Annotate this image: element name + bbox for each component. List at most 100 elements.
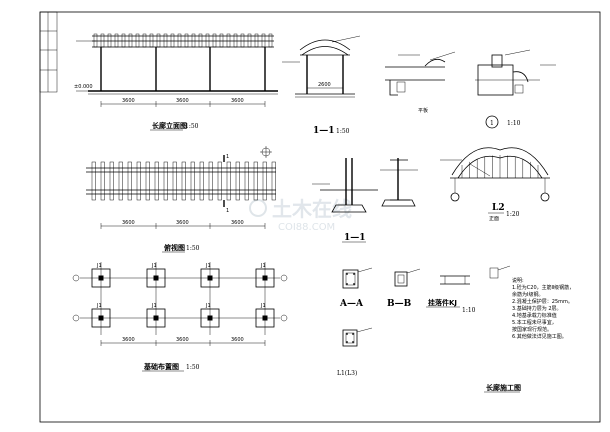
rafter-end: [184, 33, 189, 48]
rafter-end: [114, 33, 119, 48]
section-1-view: 2600 1—1 1:50: [282, 35, 361, 136]
rafter-end: [261, 33, 266, 48]
rafter-end: [107, 33, 112, 48]
elevation-dim-1: 3600: [122, 98, 135, 104]
rafter-end: [268, 33, 273, 48]
notes-heading: 说明:: [512, 277, 524, 284]
arch-subtitle: 正面: [489, 216, 499, 222]
sec-l-title: L1(L3): [337, 370, 357, 377]
plan-rafter: [190, 161, 195, 201]
sheet-border: [39, 11, 601, 423]
footing: [91, 308, 111, 328]
sec-bb-title: B—B: [387, 299, 412, 309]
elevation-level: ±0.000: [74, 84, 93, 90]
footing-column: [207, 315, 213, 321]
plan-rafter: [127, 161, 132, 201]
rafter-end: [156, 33, 161, 48]
foundation-dim-3: 3600: [231, 337, 244, 343]
footing-label: J1: [205, 303, 211, 309]
plan-view: 1 1 3600 3600 3600 俯视图 1:50: [86, 146, 276, 253]
detail-1-title: 1: [490, 120, 494, 127]
plan-rafter: [100, 161, 105, 201]
footing: [255, 268, 275, 288]
elevation-view: 3600 3600 3600 ±0.000 长廊立面图 1:50: [74, 33, 278, 131]
rafter-end: [149, 33, 154, 48]
plan-rafter: [145, 161, 150, 201]
notes-line: 按国家现行规范。: [512, 326, 552, 333]
foundation-title: 基础布置图: [143, 362, 179, 371]
elevation-dim-3: 3600: [231, 98, 244, 104]
foundation-dim-1: 3600: [122, 337, 135, 343]
notes-line: 6.其他做法详见施工图。: [512, 333, 567, 340]
footing-column: [262, 275, 268, 281]
plan-rafter: [199, 161, 204, 201]
plan-dim-1: 3600: [122, 220, 135, 226]
section-1-title: 1—1: [313, 126, 335, 136]
plan-rafter: [244, 161, 249, 201]
beam-detail-view: 挂落件KJ 1:10: [426, 265, 511, 314]
beam-section-view: 平板: [385, 51, 456, 114]
rafter-end: [226, 33, 231, 48]
rafter-end: [121, 33, 126, 48]
footing-column: [262, 315, 268, 321]
plan-cut-mark-top: 1: [226, 154, 229, 160]
rafter-end: [219, 33, 224, 48]
rafter-end: [212, 33, 217, 48]
section-1-dim: 2600: [318, 82, 331, 88]
plan-rafter: [118, 161, 123, 201]
plan-rafter: [262, 161, 267, 201]
beam-detail-scale: 1:10: [462, 307, 476, 314]
rafter-end: [135, 33, 140, 48]
foundation-dim-2: 3600: [176, 337, 189, 343]
notes-line: 3.基础持力层为 2层。: [512, 305, 562, 312]
elevation-title: 长廊立面图: [152, 121, 187, 130]
arch-title: L2: [492, 203, 505, 213]
foundation-scale: 1:50: [186, 364, 200, 371]
rafter-end: [100, 33, 105, 48]
footing-label: J1: [96, 263, 102, 269]
footing-label: J1: [260, 263, 266, 269]
rafter-end: [205, 33, 210, 48]
detail-1-scale: 1:10: [507, 120, 521, 127]
plan-rafter: [271, 161, 276, 201]
plan-rafter: [109, 161, 114, 201]
footing-label: J1: [205, 263, 211, 269]
footing-column: [153, 275, 159, 281]
small-sections: A—A B—B L1(L3): [337, 267, 421, 377]
footing-label: J1: [260, 303, 266, 309]
plan-dim-3: 3600: [231, 220, 244, 226]
elevation-dim-2: 3600: [176, 98, 189, 104]
footing-label: J1: [151, 303, 157, 309]
footing: [146, 268, 166, 288]
arch-scale: 1:20: [506, 211, 520, 218]
general-notes: 说明: 1.砼为C20，主筋Ⅱ级钢筋， 余筋为Ⅰ级钢。 2.混凝土保护层：25m…: [512, 277, 574, 340]
plan-rafter: [172, 161, 177, 201]
elevation-scale: 1:50: [185, 123, 199, 130]
rafter-end: [163, 33, 168, 48]
plan-rafter: [217, 161, 222, 201]
footing: [200, 308, 220, 328]
rafter-end: [191, 33, 196, 48]
sec-aa-title: A—A: [339, 299, 364, 309]
footing-column: [98, 275, 104, 281]
section-1-scale: 1:50: [336, 128, 350, 135]
footing-column: [98, 315, 104, 321]
notes-line: 4.地基承载力标准值: [512, 312, 557, 319]
notes-line: 余筋为Ⅰ级钢。: [512, 291, 543, 298]
notes-line: 1.砼为C20，主筋Ⅱ级钢筋，: [512, 284, 574, 291]
watermark-url: COI88.COM: [278, 222, 335, 233]
rafter-end: [198, 33, 203, 48]
plan-rafter: [181, 161, 186, 201]
footing: [91, 268, 111, 288]
plan-rafter: [226, 161, 231, 201]
beam-section-note: 平板: [418, 107, 428, 114]
plan-scale: 1:50: [186, 245, 200, 252]
plan-dim-2: 3600: [176, 220, 189, 226]
footing: [200, 268, 220, 288]
watermark-logo: 土木在线: [272, 197, 352, 221]
rafter-end: [233, 33, 238, 48]
plan-rafter: [253, 161, 258, 201]
plan-rafter: [154, 161, 159, 201]
